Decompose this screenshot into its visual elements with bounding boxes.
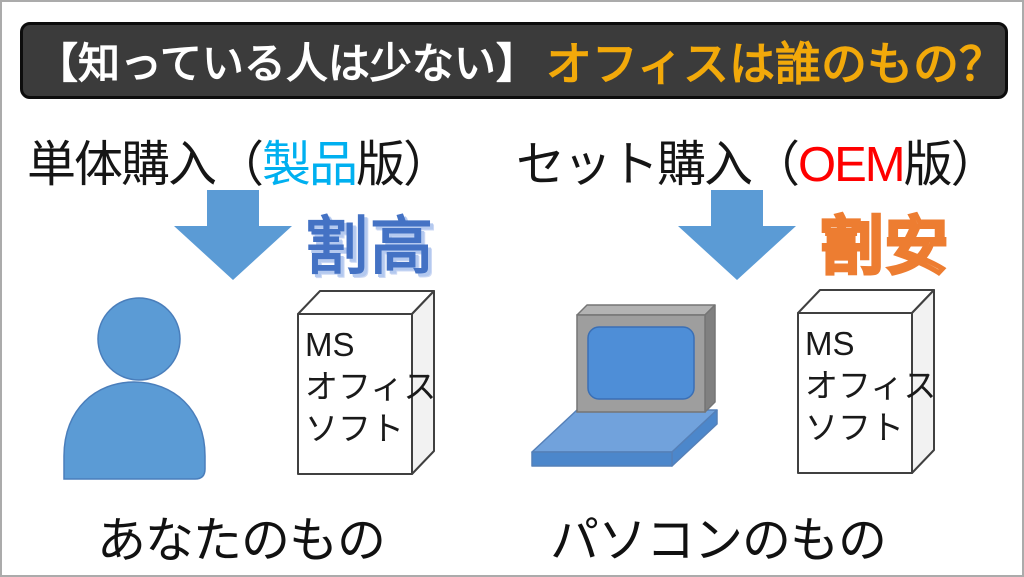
left-column-heading: 単体購入（製品版） (27, 125, 452, 196)
right-heading-pre: セット購入（ (516, 138, 800, 192)
owner-label-you: あなたのもの (97, 514, 386, 568)
laptop-icon (531, 304, 718, 467)
title-banner: 【知っている人は少ない】 オフィスは誰のもの？ (20, 22, 1008, 99)
right-heading-post: 版） (903, 138, 1000, 192)
left-heading-post: 版） (356, 138, 452, 192)
title-prefix: 【知っている人は少ない】 (36, 40, 538, 87)
price-label-cheap: 割安 (819, 211, 950, 284)
box-label-line2: オフィス (305, 368, 436, 405)
box-label-line1: MS (805, 325, 855, 362)
owner-label-pc: パソコンのもの (550, 514, 887, 568)
left-heading-highlight: 製品 (262, 138, 358, 192)
price-label-expensive: 割高 (305, 212, 435, 282)
down-arrow-icon (174, 190, 292, 280)
left-heading-pre: 単体購入（ (27, 138, 264, 192)
box-label-line2: オフィス (805, 367, 936, 404)
right-column-heading: セット購入（OEM版） (516, 125, 1000, 196)
title-main: オフィスは誰のもの？ (545, 37, 1005, 90)
software-box-icon: MS オフィス ソフト (297, 290, 436, 475)
software-box-icon: MS オフィス ソフト (797, 289, 936, 474)
person-icon (63, 297, 206, 480)
box-label-line3: ソフト (305, 410, 404, 447)
box-label-line1: MS (305, 326, 355, 363)
right-heading-highlight: OEM (798, 138, 906, 192)
down-arrow-icon (678, 190, 796, 280)
box-label-line3: ソフト (805, 409, 904, 446)
